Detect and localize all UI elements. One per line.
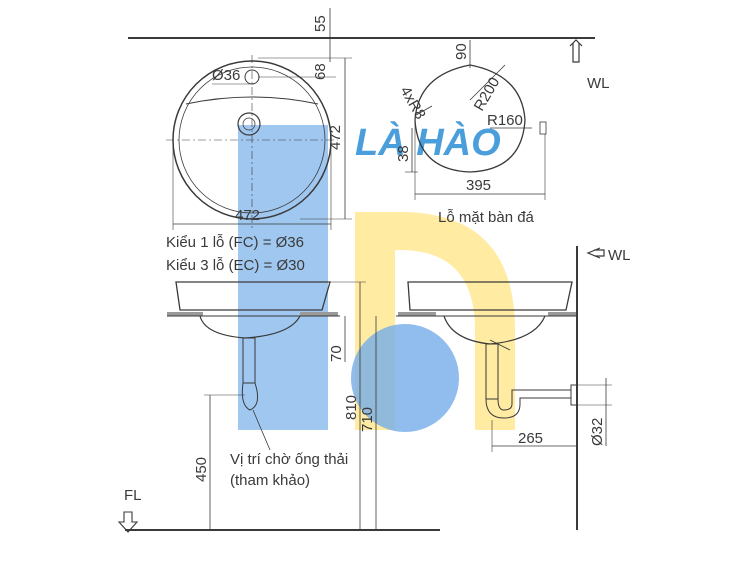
dim-32: Ø32 [589,418,606,446]
logo-blue-bar [238,125,328,430]
side-overflow [489,339,511,351]
dim-hole: Ø36 [212,67,240,84]
dim-90: 90 [453,43,470,60]
dim-r160: R160 [487,112,523,129]
dim-4xr8: 4xR8 [397,84,429,123]
wl-top-label: WL [587,75,610,92]
dim-38: 38 [395,145,412,162]
dim-265: 265 [518,430,543,447]
r160-tag [539,121,547,135]
counter-left [167,312,203,316]
side-wall-flange [570,384,578,406]
dim-810: 810 [343,395,360,420]
watermark-logo: LÀ HÀO [238,120,515,432]
dim-710: 710 [359,407,376,432]
cutout-view [405,39,583,200]
dim-472-h: 472 [235,207,260,224]
side-drain-pipe [485,343,499,400]
side-counter-left [398,312,436,316]
dim-450: 450 [193,457,210,482]
front-view [117,281,440,533]
wl-side-arrow-icon [586,247,605,259]
r200-leader [469,64,506,101]
logo-blue-circle [351,324,459,432]
logo-text: LÀ HÀO [355,120,501,164]
side-counter-right [548,312,576,316]
basin-ledge [185,96,319,105]
cutout-caption: Lỗ mặt bàn đá [438,209,535,226]
wl-side-label: WL [608,247,631,264]
dim-472-v: 472 [327,125,344,150]
drain-hole [237,112,261,136]
fl-arrow-icon [117,511,139,533]
drain-note-2: (tham khảo) [230,472,310,489]
corner-leader [415,105,433,116]
fl-label: FL [124,487,142,504]
drain-hole-inner [242,117,256,131]
dim-70: 70 [328,345,345,362]
drain-pipe [242,337,256,384]
drain-note-1: Vị trí chờ ống thải [230,451,348,468]
counter-right [300,312,338,316]
dim-68: 68 [312,63,329,80]
drain-trap [241,382,259,411]
top-view [128,8,595,230]
basin-rim [175,281,331,311]
side-basin-rim [407,281,573,311]
side-view [396,246,612,530]
drain-note-leader [252,409,271,451]
dim-55: 55 [312,15,329,32]
cutout-outline [414,64,526,173]
dim-395: 395 [466,177,491,194]
note-2: Kiểu 3 lỗ (EC) = Ø30 [166,257,305,274]
note-1: Kiểu 1 lỗ (FC) = Ø36 [166,234,304,251]
wl-top-arrow-icon [569,39,583,63]
